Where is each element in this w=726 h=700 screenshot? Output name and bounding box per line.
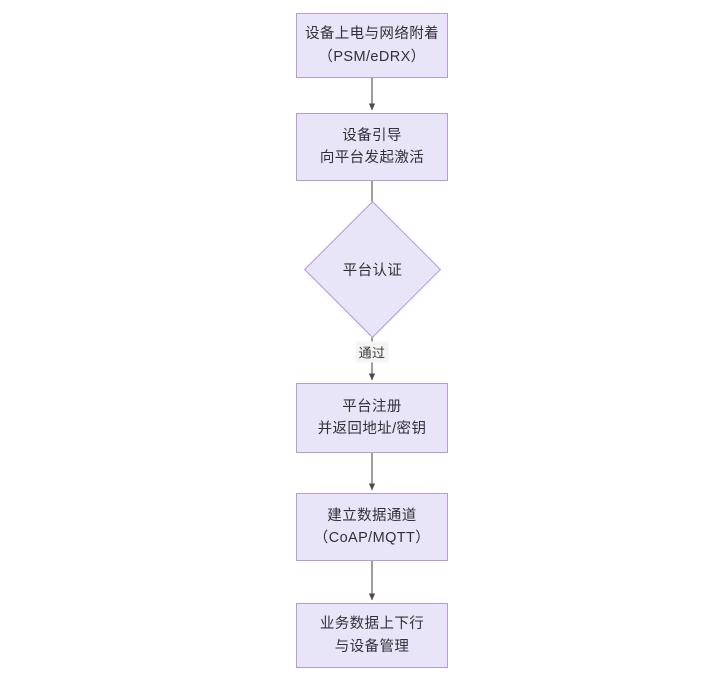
node-text-line: 平台认证 xyxy=(342,263,403,279)
node-text-line: 向平台发起激活 xyxy=(319,150,425,166)
node-text-line: 并返回地址/密钥 xyxy=(317,421,427,437)
node-establish-data-channel[interactable]: 建立数据通道 （CoAP/MQTT） xyxy=(296,493,448,561)
node-business-data-and-device-management[interactable]: 业务数据上下行 与设备管理 xyxy=(296,603,448,668)
edge-label-pass: 通过 xyxy=(355,341,389,363)
node-text-line: 业务数据上下行 xyxy=(319,616,425,633)
node-device-power-on[interactable]: 设备上电与网络附着 （PSM/eDRX） xyxy=(296,13,448,78)
node-text-line: （CoAP/MQTT） xyxy=(313,530,431,546)
node-platform-registration[interactable]: 平台注册 并返回地址/密钥 xyxy=(296,383,448,453)
node-platform-authentication[interactable]: 平台认证 xyxy=(303,200,442,339)
node-text-line: （PSM/eDRX） xyxy=(318,48,426,65)
node-text-line: 与设备管理 xyxy=(334,638,410,655)
node-text-line: 建立数据通道 xyxy=(327,507,417,524)
node-device-bootstrap[interactable]: 设备引导 向平台发起激活 xyxy=(296,113,448,181)
node-text-line: 设备引导 xyxy=(342,127,402,144)
node-text-line: 设备上电与网络附着 xyxy=(304,26,440,43)
node-text-line: 平台注册 xyxy=(342,398,402,415)
